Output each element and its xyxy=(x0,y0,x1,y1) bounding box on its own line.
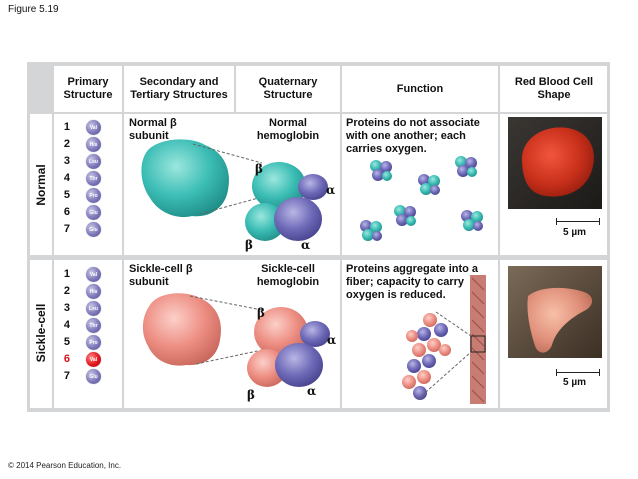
normal-rbc-cell xyxy=(500,114,607,255)
amino-acid-bead: Thr xyxy=(86,318,101,333)
seq-number: 3 xyxy=(63,302,70,314)
header-primary-cell xyxy=(54,66,122,112)
sickle-alpha-right: α xyxy=(327,333,337,347)
amino-acid-bead: His xyxy=(86,284,101,299)
normal-beta-top: β xyxy=(255,162,263,176)
header-quaternary-cell xyxy=(236,66,340,112)
amino-acid-bead: His xyxy=(86,137,101,152)
header-primary: Primary Structure xyxy=(63,76,113,101)
amino-acid-bead: Val xyxy=(86,267,101,282)
seq-number: 2 xyxy=(63,285,70,297)
seq-number: 7 xyxy=(63,223,70,235)
seq-number: 4 xyxy=(63,172,70,184)
amino-acid-bead: Leu xyxy=(86,301,101,316)
header-rbc-cell xyxy=(500,66,607,112)
sickle-alpha-bottom: α xyxy=(307,384,317,398)
sickle-scale-label: 5 µm xyxy=(563,377,586,388)
normal-subunit-label: Normal β subunit xyxy=(129,117,177,142)
row-label-sickle-cell-cell xyxy=(30,260,52,408)
normal-scale-bar xyxy=(556,218,600,225)
amino-acid-bead: Pro xyxy=(86,335,101,350)
header-secondary-cell xyxy=(124,66,234,112)
seq-number: 1 xyxy=(63,268,70,280)
row-label-sickle-cell: Sickle-cell xyxy=(34,303,48,363)
sickle-subunit-label: Sickle-cell β subunit xyxy=(129,263,193,288)
header-quaternary: Quaternary Structure xyxy=(258,76,318,101)
header-function-cell xyxy=(342,66,498,112)
seq-number: 5 xyxy=(63,336,70,348)
header-secondary: Secondary and Tertiary Structures xyxy=(130,76,228,101)
amino-acid-bead: Glu xyxy=(86,369,101,384)
amino-acid-bead: Leu xyxy=(86,154,101,169)
amino-acid-bead: Thr xyxy=(86,171,101,186)
normal-hemoglobin-label: Normal hemoglobin xyxy=(256,117,320,142)
seq-number: 7 xyxy=(63,370,70,382)
seq-number: 6 xyxy=(63,206,70,218)
sickle-rbc-cell xyxy=(500,260,607,408)
seq-number-mutation: 6 xyxy=(63,353,70,365)
row-label-normal-cell xyxy=(30,114,52,255)
amino-acid-bead: Val xyxy=(86,120,101,135)
amino-acid-bead: Glu xyxy=(86,222,101,237)
seq-number: 2 xyxy=(63,138,70,150)
figure-label: Figure 5.19 xyxy=(8,4,59,15)
normal-alpha-right: α xyxy=(326,183,336,197)
amino-acid-bead: Pro xyxy=(86,188,101,203)
seq-number: 1 xyxy=(63,121,70,133)
row-label-normal: Normal xyxy=(34,164,48,206)
normal-function-text: Proteins do not associate with one anoth… xyxy=(346,117,480,155)
normal-alpha-bottom: α xyxy=(301,238,311,252)
sickle-primary-cell xyxy=(54,260,122,408)
header-rbc: Red Blood Cell Shape xyxy=(514,76,594,101)
amino-acid-bead: Glu xyxy=(86,205,101,220)
seq-number: 3 xyxy=(63,155,70,167)
copyright: © 2014 Pearson Education, Inc. xyxy=(8,461,122,470)
sickle-beta-top: β xyxy=(257,306,265,320)
sickle-scale-bar xyxy=(556,369,600,376)
sickle-function-text: Proteins aggregate into a fiber; capacit… xyxy=(346,263,479,301)
seq-number: 5 xyxy=(63,189,70,201)
sickle-hemoglobin-label: Sickle-cell hemoglobin xyxy=(256,263,320,288)
seq-number: 4 xyxy=(63,319,70,331)
amino-acid-bead-mutation: Val xyxy=(86,352,101,367)
normal-scale-label: 5 µm xyxy=(563,227,586,238)
header-function: Function xyxy=(396,82,444,95)
normal-beta-bottom: β xyxy=(245,238,253,252)
sickle-beta-bottom: β xyxy=(247,388,255,402)
